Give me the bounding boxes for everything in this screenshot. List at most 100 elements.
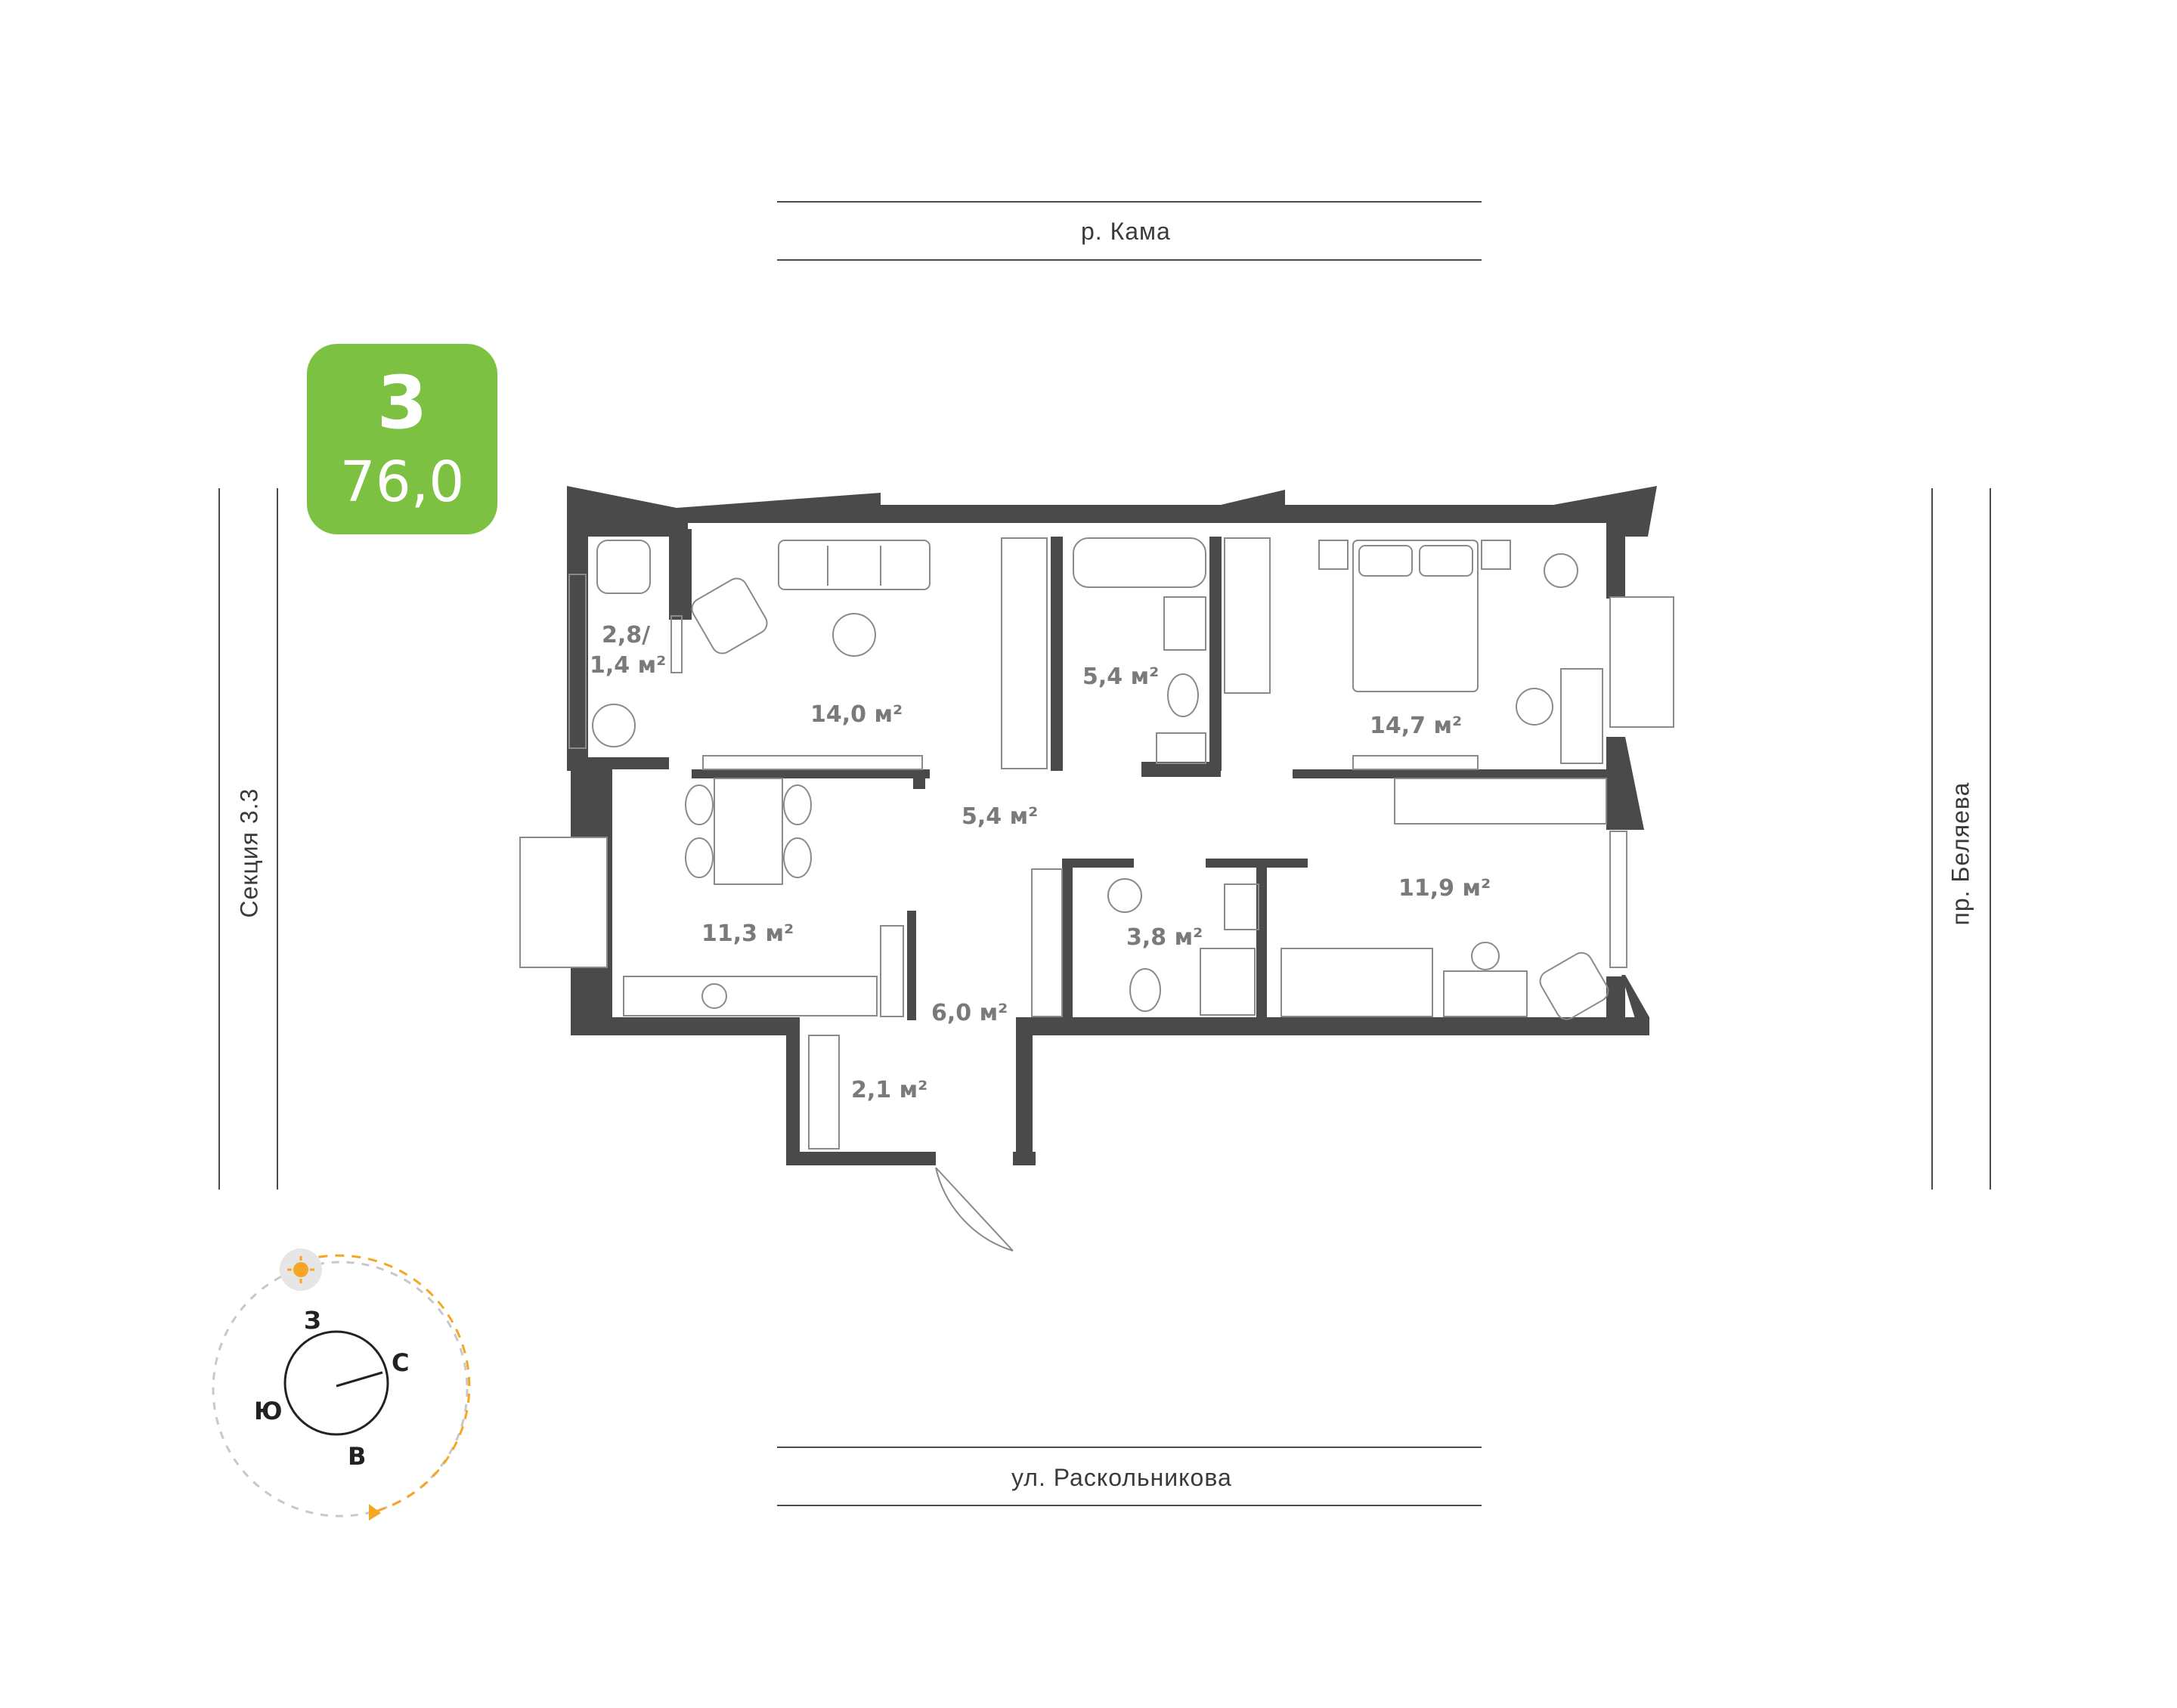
chair-bedroom-icon [1544, 553, 1578, 588]
area-balcony-line1: 2,8/ [602, 622, 650, 648]
shower-icon [1200, 948, 1256, 1016]
compass-north: С [392, 1348, 409, 1377]
area-bathroom-top: 5,4 м² [1082, 664, 1159, 690]
compass-west: З [304, 1306, 321, 1335]
dresser-bedroom-icon [1352, 755, 1479, 770]
wall-corridor-left [907, 911, 916, 1020]
wall-bedroom-bottom [1293, 769, 1606, 778]
nightstand-right-icon [1481, 540, 1511, 570]
total-area: 76,0 [339, 450, 465, 515]
washer-stack-icon [1156, 732, 1206, 764]
street-line-bottom-2 [777, 1505, 1482, 1506]
wall-kids-top [1206, 859, 1308, 868]
bathtub-icon [1073, 537, 1206, 588]
window-living [670, 615, 683, 673]
washer-icon [1107, 878, 1142, 913]
wall-hall-right [1016, 1017, 1033, 1165]
toilet-bath-icon [1167, 673, 1199, 717]
street-line-top-1 [777, 201, 1482, 203]
tv-stand-icon [702, 755, 923, 770]
nightstand-left-icon [1318, 540, 1349, 570]
street-line-right-1 [1931, 488, 1933, 1190]
street-label-bottom: ул. Раскольникова [1011, 1464, 1232, 1491]
wall-right-lower [1606, 976, 1625, 1035]
area-bathroom-small: 3,8 м² [1126, 924, 1203, 951]
wall-bath2-top [1062, 859, 1134, 868]
wall-hall-bottom [1013, 1152, 1036, 1165]
wall-bath2-left [1062, 860, 1073, 1019]
armchair-living-icon [691, 577, 768, 654]
wall-bath-left [1051, 537, 1063, 771]
wall-left-upper [567, 529, 588, 771]
window-balcony [568, 574, 587, 749]
wardrobe-hall-icon [1001, 537, 1048, 769]
area-storage: 2,1 м² [851, 1077, 927, 1103]
sink-bath2-icon [1224, 883, 1259, 930]
entry-door-icon [935, 1167, 1014, 1252]
stove-icon [701, 983, 727, 1009]
street-line-bottom-1 [777, 1447, 1482, 1448]
compass: З С Ю В [212, 1249, 471, 1521]
dining-table-icon [714, 778, 783, 885]
wardrobe-corridor-icon [1394, 778, 1607, 825]
arc-arrowhead [369, 1504, 381, 1521]
desk-kids-icon [1443, 970, 1528, 1017]
wall-top [567, 486, 1657, 537]
wardrobe-entry-icon [1031, 868, 1063, 1017]
room-count: 3 [376, 360, 428, 445]
area-corridor: 5,4 м² [962, 803, 1038, 830]
street-line-left-1 [218, 488, 220, 1190]
sun-path-arc [302, 1254, 471, 1513]
toilet-bath2-icon [1129, 968, 1161, 1012]
furniture [592, 537, 1609, 1252]
bed-icon [1352, 540, 1479, 692]
plant-icon [592, 704, 636, 747]
area-hall: 6,0 м² [931, 1000, 1008, 1026]
area-living: 14,0 м² [810, 701, 903, 728]
window-bedroom [1609, 596, 1674, 728]
armchair-kids-icon [1539, 951, 1609, 1020]
compass-orbit [212, 1261, 469, 1518]
storage-shelves-icon [808, 1035, 840, 1149]
wall-balcony-inner [669, 529, 692, 620]
wall-bottom-right [1030, 1017, 1649, 1035]
apartment-badge: 3 76,0 [307, 344, 497, 534]
window-kitchen [519, 837, 608, 968]
sun-icon [293, 1262, 308, 1277]
wall-living-bottom [692, 769, 930, 778]
area-balcony-line2: 1,4 м² [590, 652, 666, 679]
area-kitchen: 11,3 м² [701, 921, 794, 947]
chair-kids-icon [1471, 942, 1500, 970]
wall-storage-bottom [786, 1152, 936, 1165]
bed-kids-icon [1280, 948, 1433, 1017]
area-bedroom: 14,7 м² [1370, 713, 1462, 739]
sink-bath-icon [1163, 596, 1206, 651]
window-kids [1609, 831, 1627, 968]
wall-bath-right [1209, 537, 1222, 771]
windows [519, 574, 1674, 968]
compass-needle [336, 1371, 383, 1388]
wall-right-mid [1606, 737, 1644, 830]
street-line-right-2 [1990, 488, 1991, 1190]
compass-east: В [348, 1442, 366, 1471]
street-line-top-2 [777, 259, 1482, 261]
sofa-icon [778, 540, 931, 590]
wall-right-top [1606, 523, 1625, 599]
wall-bath-bottom [1141, 762, 1221, 777]
compass-dial [283, 1330, 389, 1436]
wall-kitchen-right [913, 769, 925, 789]
street-line-left-2 [277, 488, 278, 1190]
wardrobe-bedroom-icon [1224, 537, 1271, 694]
wall-storage-left [786, 1017, 800, 1165]
wall-balcony-bottom [574, 757, 669, 769]
kitchen-counter-icon [623, 976, 878, 1016]
fridge-icon [880, 925, 904, 1017]
street-label-top: р. Кама [1081, 218, 1171, 245]
area-kids-room: 11,9 м² [1398, 875, 1491, 902]
wall-bottom-right-corner [1621, 975, 1649, 1035]
office-chair-icon [1516, 688, 1553, 726]
desk-bedroom-icon [1560, 668, 1603, 764]
armchair-balcony-icon [596, 540, 651, 594]
coffee-table-icon [832, 613, 876, 657]
